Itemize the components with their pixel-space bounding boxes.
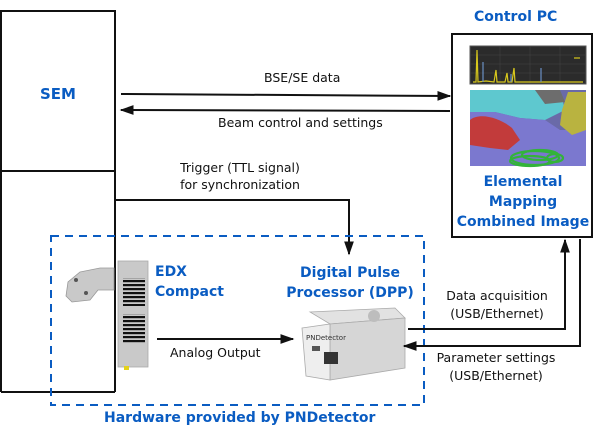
beam-control-arrow: [119, 105, 451, 115]
parameter-settings-arrow: [402, 239, 581, 351]
control-pc-caption: Elemental Mapping Combined Image: [452, 172, 594, 232]
spectrum-chart-thumbnail: [469, 45, 587, 85]
data-acquisition-arrow: [408, 238, 570, 330]
control-pc-caption-line-3: Combined Image: [456, 214, 590, 230]
data-acquisition-label-line-1: Data acquisition: [446, 288, 548, 303]
trigger-label-line-2: for synchronization: [180, 177, 300, 192]
sem-label: SEM: [40, 85, 76, 103]
edx-detector-icon: [65, 260, 149, 370]
bse-se-arrow: [120, 91, 452, 101]
hardware-group-boundary: [50, 235, 425, 406]
dpp-label-line-1: Digital Pulse: [300, 265, 400, 281]
parameter-settings-label-line-1: Parameter settings: [436, 350, 556, 365]
dpp-label-line-2: Processor (DPP): [286, 285, 414, 301]
trigger-arrow: [115, 199, 354, 256]
dpp-brand-text: PNDetector: [306, 334, 346, 342]
trigger-label-line-1: Trigger (TTL signal): [180, 160, 300, 175]
control-pc-caption-line-1: Elemental: [483, 174, 563, 190]
analog-output-label: Analog Output: [170, 345, 261, 360]
dpp-device-icon: PNDetector: [301, 307, 406, 381]
bse-se-label: BSE/SE data: [264, 70, 341, 85]
elemental-map-thumbnail: [470, 90, 586, 168]
beam-control-label: Beam control and settings: [218, 115, 383, 130]
control-pc-caption-line-2: Mapping: [488, 194, 558, 210]
edx-label-line-2: Compact: [155, 284, 224, 300]
edx-label-line-1: EDX: [155, 264, 187, 280]
data-acquisition-label-line-2: (USB/Ethernet): [450, 306, 544, 321]
control-pc-title: Control PC: [474, 9, 558, 25]
hardware-group-label: Hardware provided by PNDetector: [104, 410, 376, 426]
parameter-settings-label-line-2: (USB/Ethernet): [449, 368, 543, 383]
